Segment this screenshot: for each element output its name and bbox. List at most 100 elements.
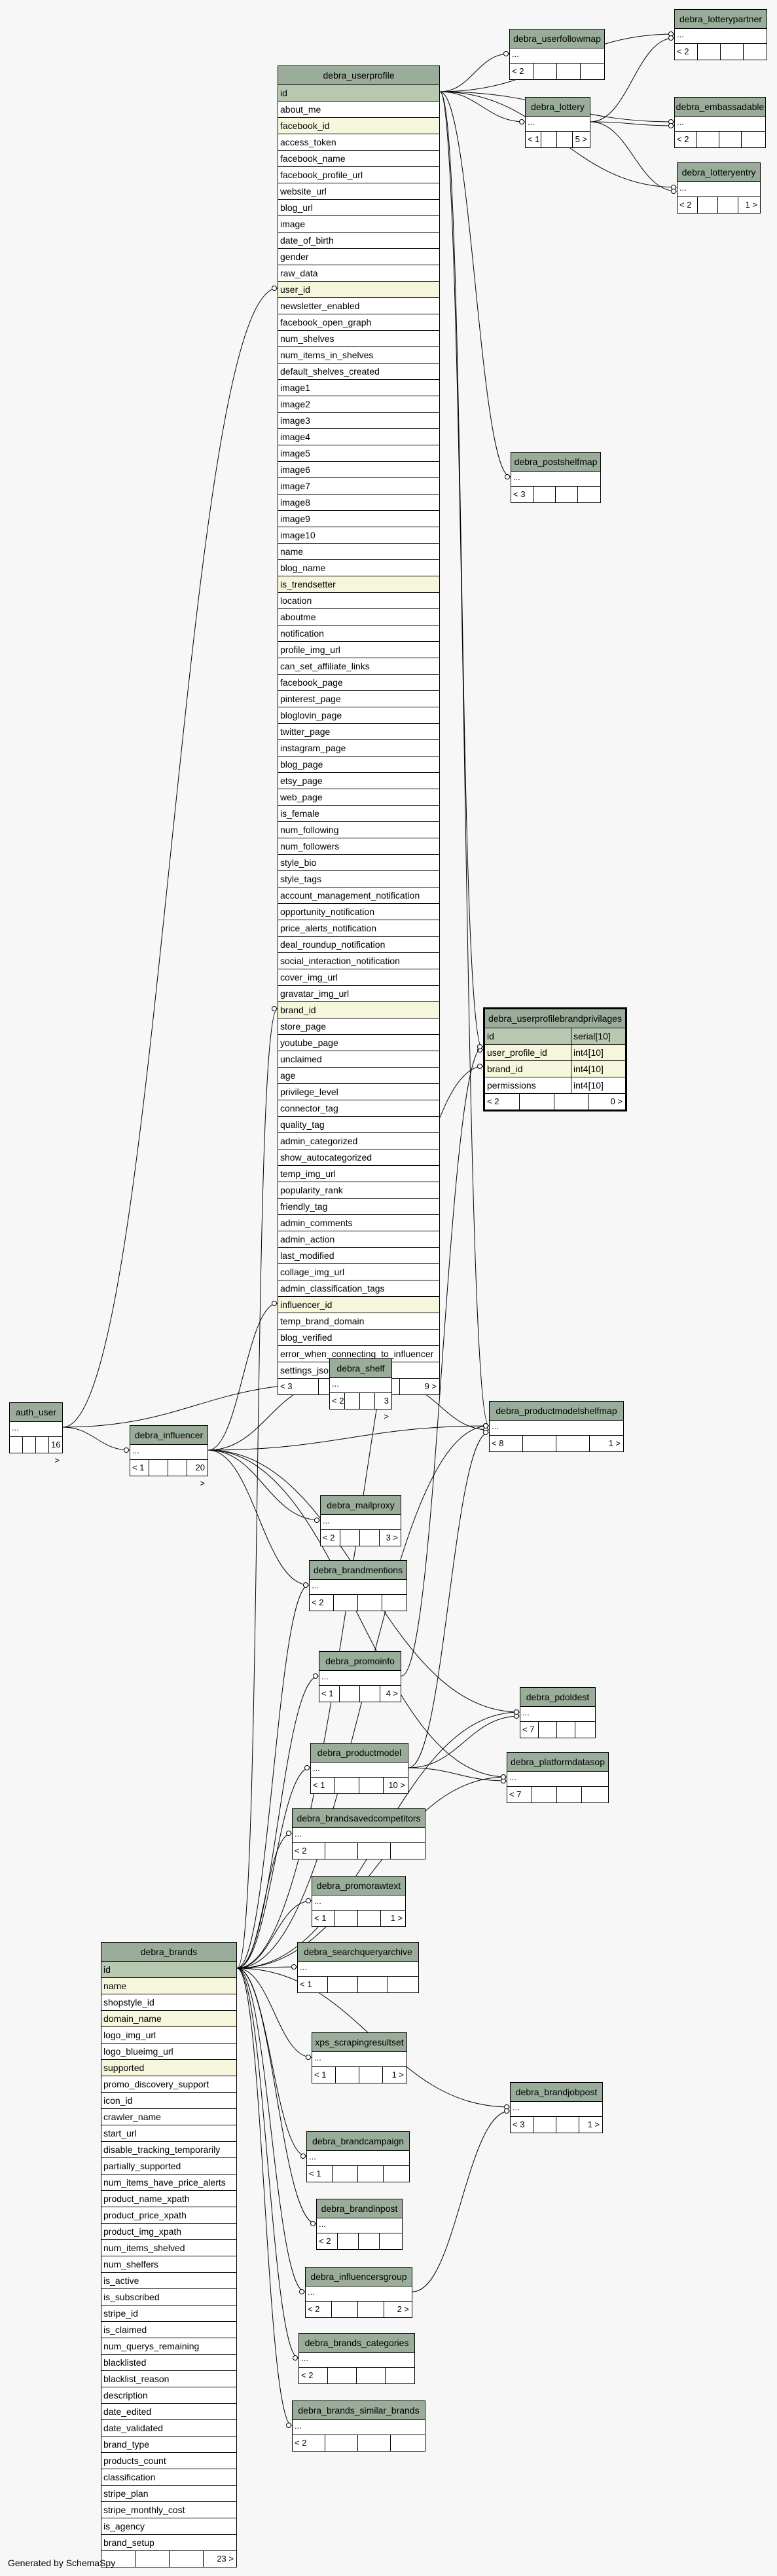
debra_brandmentions-parent-count: < 2 [310, 1595, 334, 1611]
debra_postshelfmap-footer-cell [556, 487, 578, 502]
crow-foot-marker [501, 1774, 506, 1780]
auth_user-child-count: 16 > [51, 1440, 61, 1465]
debra_brands_similar_brands-footer: < 2 [293, 2435, 425, 2451]
column-friendly-tag: friendly_tag [278, 1199, 439, 1215]
column-icon-id: icon_id [101, 2093, 236, 2109]
debra_lotteryentry-parent-count: < 2 [678, 197, 698, 213]
column-influencer-id: influencer_id [278, 1297, 439, 1313]
table-debra_pdoldest[interactable]: debra_pdoldest...< 7 [520, 1687, 596, 1738]
debra_mailproxy-parent-count: < 2 [321, 1530, 340, 1546]
column-social-interaction-notification: social_interaction_notification [278, 953, 439, 969]
table-title: debra_brandsavedcompetitors [293, 1809, 425, 1828]
column-brand-id: brand_id [278, 1002, 439, 1018]
auth_user-parent-count [10, 1437, 23, 1453]
column-name: permissions [485, 1077, 571, 1093]
table-debra_userfollowmap[interactable]: debra_userfollowmap...< 2 [509, 29, 605, 80]
link-influencer-debra_platformdatasop [208, 1449, 507, 1778]
debra_shelf-child-count: 3 > [384, 1396, 389, 1421]
collapsed-columns: ... [319, 1671, 401, 1686]
table-debra_brandmentions[interactable]: debra_brandmentions...< 2 [309, 1560, 407, 1611]
debra_userprofilebrandprivilages-footer-cell [520, 1094, 554, 1110]
column-blog-name: blog_name [278, 560, 439, 576]
column-temp-img-url: temp_img_url [278, 1166, 439, 1182]
table-debra_brands_categories[interactable]: debra_brands_categories...< 2 [298, 2333, 415, 2384]
debra_userfollowmap-footer: < 2 [510, 64, 604, 79]
collapsed-columns: ... [298, 1962, 418, 1977]
table-debra_brandinpost[interactable]: debra_brandinpost...< 2 [316, 2199, 403, 2250]
debra_lottery-footer-cell [541, 132, 557, 147]
crow-foot-marker [313, 1673, 318, 1679]
table-debra_brandsavedcompetitors[interactable]: debra_brandsavedcompetitors...< 2 [292, 1808, 425, 1859]
debra_brandjobpost-child-count: 1 > [587, 2119, 600, 2129]
collapsed-columns: ... [511, 2102, 602, 2117]
table-debra_platformdatasop[interactable]: debra_platformdatasop...< 7 [507, 1752, 609, 1803]
column-products-count: products_count [101, 2453, 236, 2469]
table-title: xps_scrapingresultset [312, 2033, 407, 2052]
collapsed-columns: ... [510, 48, 604, 64]
collapsed-columns: ... [490, 1421, 623, 1436]
column-supported: supported [101, 2060, 236, 2076]
debra_brandjobpost-footer-cell [556, 2117, 579, 2133]
link-userprofile-debra_lottery [439, 91, 526, 122]
link-productmodel-productmodelshelfmap [408, 1432, 490, 1768]
debra_platformdatasop-child-count [582, 1787, 608, 1802]
table-debra_postshelfmap[interactable]: debra_postshelfmap...< 3 [511, 452, 601, 503]
column-num-shelfers: num_shelfers [101, 2256, 236, 2273]
table-debra_lotterypartner[interactable]: debra_lotterypartner...< 2 [674, 9, 767, 60]
table-title: debra_promorawtext [312, 1876, 405, 1895]
column-user-id: user_id [278, 282, 439, 298]
table-debra_embassadable[interactable]: debra_embassadable...< 2 [674, 97, 766, 148]
table-debra_searchqueryarchive[interactable]: debra_searchqueryarchive...< 1 [297, 1942, 419, 1993]
collapsed-columns: ... [317, 2218, 402, 2233]
debra_userfollowmap-footer-cell [557, 64, 581, 79]
column-notification: notification [278, 625, 439, 642]
link-promoinfo-userprofile [401, 1046, 484, 1677]
crow-foot-marker [310, 2221, 316, 2226]
column-youtube-page: youtube_page [278, 1035, 439, 1051]
table-debra_brandcampaign[interactable]: debra_brandcampaign...< 1 [306, 2131, 410, 2182]
column-gravatar-img-url: gravatar_img_url [278, 986, 439, 1002]
table-debra_brands_similar_brands[interactable]: debra_brands_similar_brands...< 2 [292, 2400, 425, 2452]
table-title: debra_lotterypartner [675, 10, 767, 29]
debra_searchqueryarchive-child-count [388, 1977, 418, 1992]
column-image5: image5 [278, 445, 439, 462]
table-auth_user[interactable]: auth_user...16 > [9, 1402, 63, 1465]
column-is-subscribed: is_subscribed [101, 2289, 236, 2305]
debra_promoinfo-parent-count: < 1 [319, 1686, 340, 1702]
column-location: location [278, 593, 439, 609]
crow-foot-marker [504, 2108, 509, 2114]
column-can-set-affiliate-links: can_set_affiliate_links [278, 658, 439, 675]
footer-credit: Generated by SchemaSpy [8, 2558, 116, 2568]
debra_shelf-footer-cell [360, 1393, 375, 1409]
column-website-url: website_url [278, 183, 439, 200]
debra_promorawtext-footer-cell [358, 1911, 381, 1926]
crow-foot-marker [505, 474, 510, 479]
crow-foot-marker [286, 2423, 291, 2428]
column-shopstyle-id: shopstyle_id [101, 1994, 236, 2011]
column-image7: image7 [278, 478, 439, 495]
debra_embassadable-parent-count: < 2 [675, 132, 697, 147]
debra_lotteryentry-child-count: 1 > [745, 200, 757, 210]
xps_scrapingresultset-footer-cell [359, 2067, 383, 2083]
table-title: debra_userprofile [278, 66, 439, 85]
column-type: int4[10] [573, 1064, 604, 1074]
column-image2: image2 [278, 396, 439, 413]
debra_brands_categories-footer-cell [328, 2368, 357, 2383]
